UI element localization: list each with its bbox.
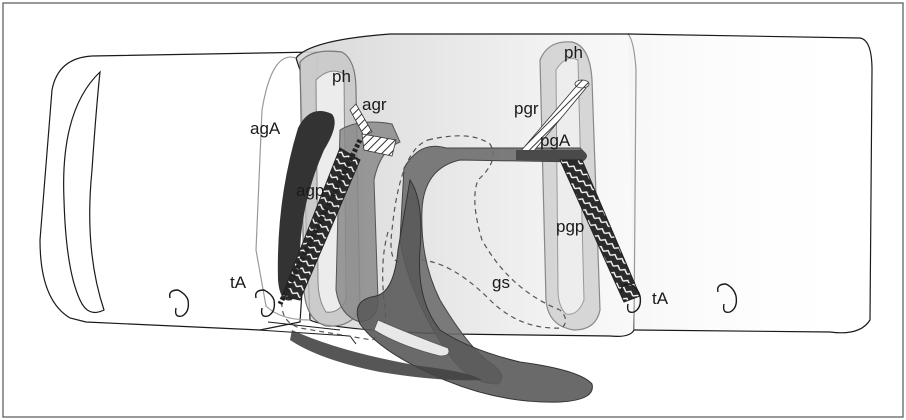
label-tA-left: tA bbox=[230, 273, 247, 292]
hook-icon bbox=[170, 290, 189, 316]
label-tA-right: tA bbox=[652, 289, 669, 308]
posterior-segment bbox=[628, 34, 872, 333]
label-agp: agp bbox=[296, 181, 324, 200]
label-agr: agr bbox=[362, 95, 387, 114]
label-agA: agA bbox=[250, 119, 281, 138]
label-pgr: pgr bbox=[514, 99, 539, 118]
label-pgp: pgp bbox=[556, 217, 584, 236]
pgr-tip bbox=[575, 80, 589, 88]
label-ph-right: ph bbox=[564, 43, 583, 62]
label-pgA: pgA bbox=[540, 131, 571, 150]
label-ph-left: ph bbox=[332, 67, 351, 86]
label-gs: gs bbox=[492, 273, 510, 292]
